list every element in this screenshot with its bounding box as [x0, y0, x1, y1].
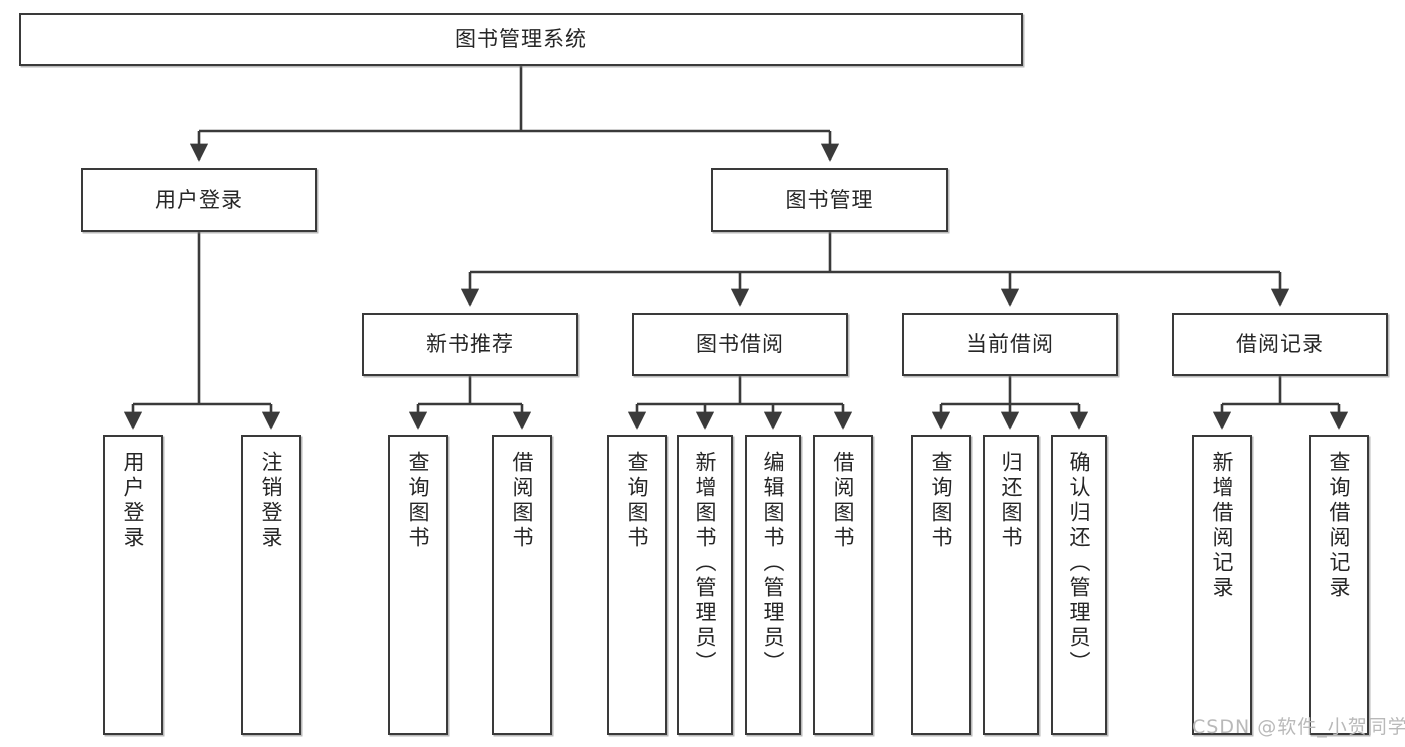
- node-book-borrow[interactable]: 图书借阅: [632, 313, 848, 376]
- node-label: 确认归还（管理员）: [1067, 451, 1092, 676]
- node-label: 新增图书（管理员）: [693, 451, 718, 676]
- leaf-edit-book-admin[interactable]: 编辑图书（管理员）: [745, 435, 801, 735]
- node-label: 借阅记录: [1236, 332, 1324, 357]
- node-root-system[interactable]: 图书管理系统: [19, 13, 1023, 66]
- leaf-confirm-return-admin[interactable]: 确认归还（管理员）: [1051, 435, 1107, 735]
- node-label: 查询图书: [929, 451, 954, 551]
- node-label: 编辑图书（管理员）: [761, 451, 786, 676]
- leaf-query-books-recommend[interactable]: 查询图书: [388, 435, 448, 735]
- leaf-query-borrow-record[interactable]: 查询借阅记录: [1309, 435, 1369, 735]
- node-current-borrow[interactable]: 当前借阅: [902, 313, 1118, 376]
- node-label: 当前借阅: [966, 332, 1054, 357]
- node-label: 借阅图书: [510, 451, 535, 551]
- leaf-query-books-current[interactable]: 查询图书: [911, 435, 971, 735]
- leaf-query-books-borrow[interactable]: 查询图书: [607, 435, 667, 735]
- leaf-add-borrow-record[interactable]: 新增借阅记录: [1192, 435, 1252, 735]
- node-label: 图书管理: [785, 187, 874, 212]
- node-label: 用户登录: [121, 451, 146, 551]
- node-new-book-recommend[interactable]: 新书推荐: [362, 313, 578, 376]
- node-label: 用户登录: [155, 187, 243, 212]
- node-label: 查询图书: [406, 451, 431, 551]
- node-borrow-records[interactable]: 借阅记录: [1172, 313, 1388, 376]
- node-label: 查询借阅记录: [1327, 451, 1352, 601]
- leaf-user-login[interactable]: 用户登录: [103, 435, 163, 735]
- node-label: 注销登录: [259, 451, 284, 551]
- node-label: 归还图书: [999, 451, 1024, 551]
- leaf-borrow-books-recommend[interactable]: 借阅图书: [492, 435, 552, 735]
- node-label: 图书管理系统: [455, 27, 587, 52]
- node-label: 新增借阅记录: [1210, 451, 1235, 601]
- leaf-logout[interactable]: 注销登录: [241, 435, 301, 735]
- node-user-login[interactable]: 用户登录: [81, 168, 317, 232]
- node-label: 图书借阅: [696, 332, 784, 357]
- node-label: 新书推荐: [426, 332, 514, 357]
- leaf-add-book-admin[interactable]: 新增图书（管理员）: [677, 435, 733, 735]
- watermark-credit: CSDN @软件_小贺同学: [1192, 716, 1405, 738]
- node-book-management[interactable]: 图书管理: [711, 168, 948, 232]
- leaf-borrow-books[interactable]: 借阅图书: [813, 435, 873, 735]
- leaf-return-books[interactable]: 归还图书: [983, 435, 1039, 735]
- node-label: 查询图书: [625, 451, 650, 551]
- node-label: 借阅图书: [831, 451, 856, 551]
